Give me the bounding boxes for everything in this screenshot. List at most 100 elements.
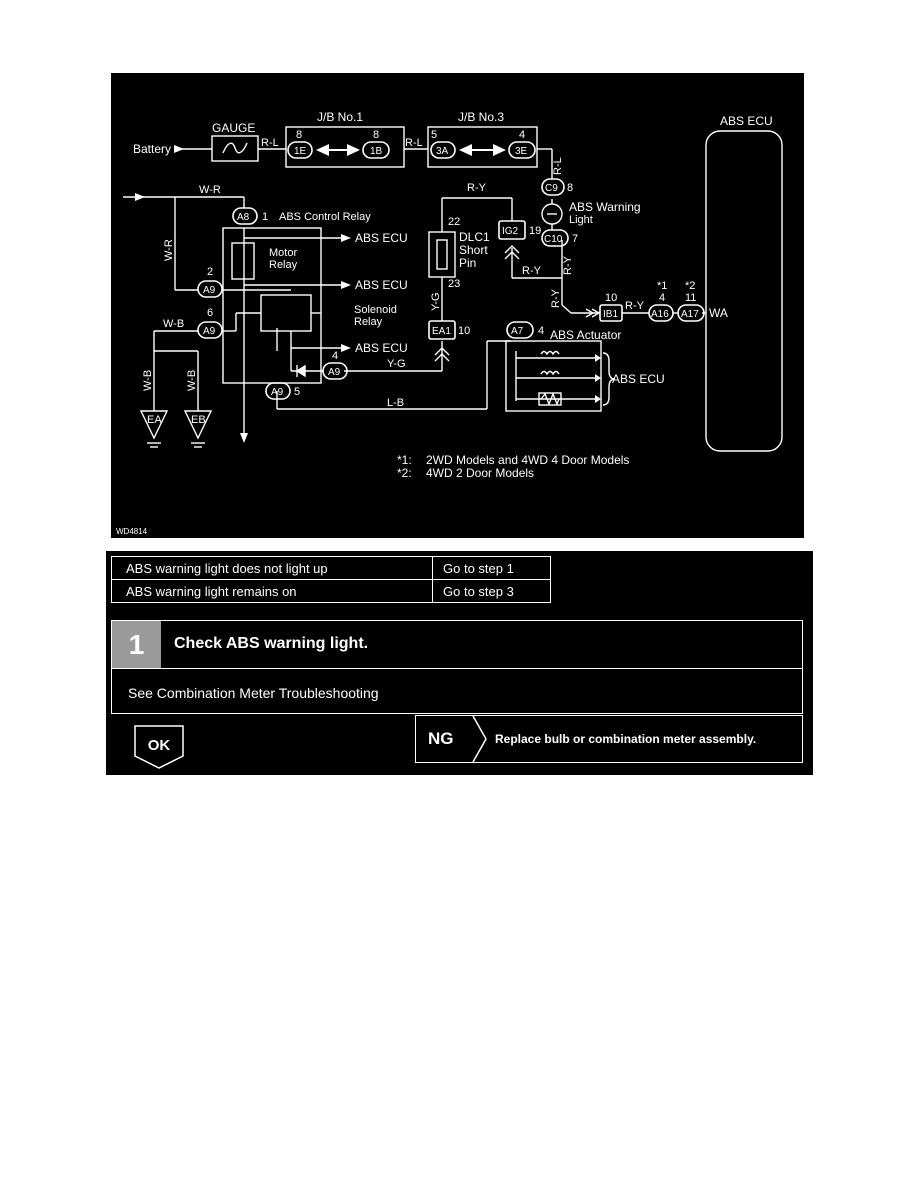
pin-label: 5 (294, 386, 300, 398)
connector-a9: A9 (203, 285, 216, 296)
ok-button[interactable]: OK (134, 725, 184, 769)
connector-a9: A9 (328, 367, 341, 378)
wiring-diagram-svg: Battery GAUGE J/B No.1 J/B No.3 ABS ECU … (116, 110, 783, 536)
ground-eb-label: EB (191, 414, 206, 426)
abs-control-relay-label: ABS Control Relay (279, 211, 371, 223)
ok-tag-shape (134, 725, 184, 769)
connector-c9: C9 (545, 183, 558, 194)
jb3-label: J/B No.3 (458, 110, 504, 124)
abs-warning-light-label: ABS Warning (569, 200, 641, 214)
step-title: Check ABS warning light. (174, 635, 369, 652)
abs-actuator-box (505, 340, 602, 412)
pin-label: 8 (296, 129, 302, 141)
wire-ry-label: R-Y (467, 182, 487, 194)
connector-a7: A7 (511, 326, 524, 337)
pin-label: 22 (448, 216, 460, 228)
wire-wb-label: W-B (163, 318, 184, 330)
pin-label: 1 (262, 211, 268, 223)
abs-warning-light-label: Light (569, 214, 593, 226)
connector-ib1: IB1 (603, 309, 618, 320)
footnote-mark: *2 (685, 280, 695, 292)
abs-actuator-label: ABS Actuator (550, 328, 621, 342)
wire-wr-label: W-R (199, 184, 221, 196)
wire-ry-label: R-Y (550, 288, 562, 308)
connector-1e: 1E (294, 146, 307, 157)
pin-label: 10 (458, 325, 470, 337)
abs-ecu-label: ABS ECU (612, 372, 665, 386)
footnote-mark: *1 (657, 280, 667, 292)
wa-label: WA (709, 306, 728, 320)
fuse-icon (222, 142, 248, 154)
footnote-mark: *1: (397, 453, 412, 467)
gauge-label: GAUGE (212, 121, 255, 135)
pin-label: 11 (685, 292, 696, 304)
ground-eb-symbol (183, 410, 213, 440)
wire-wb-label: W-B (186, 370, 198, 391)
dlc1-label: Pin (459, 256, 476, 270)
connector-a9: A9 (271, 387, 284, 398)
motor-relay-label: Relay (269, 259, 298, 271)
wire-wr-label: W-R (163, 239, 175, 261)
chevron-right-icon (472, 716, 487, 762)
junction-block-1 (285, 126, 405, 168)
junction-block-3 (427, 126, 538, 168)
pin-label: 23 (448, 278, 460, 290)
jb1-label: J/B No.1 (317, 110, 363, 124)
ground-ea-label: EA (147, 414, 162, 426)
solenoid-relay-label: Relay (354, 316, 383, 328)
wire-yg-label: Y-G (387, 358, 406, 370)
figure-id: WD4814 (116, 527, 148, 536)
step-header: 1 Check ABS warning light. (111, 620, 803, 669)
connector-ea1: EA1 (432, 326, 451, 337)
connector-a16: A16 (651, 309, 669, 320)
symptom-cell: ABS warning light remains on (111, 579, 433, 603)
connector-a9: A9 (203, 326, 216, 337)
wire-rl-label: R-L (261, 137, 279, 149)
wire-wb-label: W-B (142, 370, 154, 391)
footnote-mark: *2: (397, 466, 412, 480)
dlc1-label: Short (459, 243, 488, 257)
pin-label: 4 (538, 325, 544, 337)
motor-relay-label: Motor (269, 247, 297, 259)
wire-rl-label: R-L (405, 137, 423, 149)
abs-ecu-label: ABS ECU (355, 341, 408, 355)
go-to-step-link[interactable]: Go to step 3 (432, 579, 551, 603)
wire-ry-label: R-Y (562, 255, 574, 275)
abs-ecu-title: ABS ECU (720, 114, 773, 128)
wire-ry-label: R-Y (625, 300, 645, 312)
connector-ig2: IG2 (502, 226, 519, 237)
step-instruction: See Combination Meter Troubleshooting (111, 668, 803, 714)
dlc1-label: DLC1 (459, 230, 490, 244)
pin-label: 10 (605, 292, 617, 304)
ok-label: OK (147, 737, 171, 754)
wire-rl-label: R-L (552, 157, 564, 175)
ng-label: NG (428, 729, 454, 748)
abs-ecu-label: ABS ECU (355, 278, 408, 292)
ng-result-box: NG Replace bulb or combination meter ass… (415, 715, 803, 763)
pin-label: 4 (519, 129, 525, 141)
pin-label: 2 (207, 266, 213, 278)
dlc1-connector (428, 231, 456, 278)
connector-a8: A8 (237, 212, 250, 223)
pin-label: 4 (332, 350, 338, 362)
wire-yg-label: Y-G (430, 292, 442, 311)
troubleshooting-panel: ABS warning light does not light up Go t… (106, 551, 813, 775)
battery-label: Battery (133, 142, 171, 156)
abs-ecu-label: ABS ECU (355, 231, 408, 245)
wire-lb-label: L-B (387, 397, 404, 409)
wiring-diagram: Battery GAUGE J/B No.1 J/B No.3 ABS ECU … (111, 73, 804, 538)
go-to-step-link[interactable]: Go to step 1 (432, 556, 551, 580)
connector-1b: 1B (370, 146, 383, 157)
solenoid-relay-label: Solenoid (354, 304, 397, 316)
wire-ry-label: R-Y (522, 265, 542, 277)
symptom-cell: ABS warning light does not light up (111, 556, 433, 580)
connector-3e: 3E (515, 146, 528, 157)
footnote-text: 2WD Models and 4WD 4 Door Models (426, 453, 629, 467)
pin-label: 4 (659, 292, 665, 304)
connector-c10: C10 (544, 234, 563, 245)
pin-label: 5 (431, 129, 437, 141)
footnote-text: 4WD 2 Door Models (426, 466, 534, 480)
pin-label: 8 (373, 129, 379, 141)
pin-label: 8 (567, 182, 573, 194)
pin-label: 7 (572, 233, 578, 245)
